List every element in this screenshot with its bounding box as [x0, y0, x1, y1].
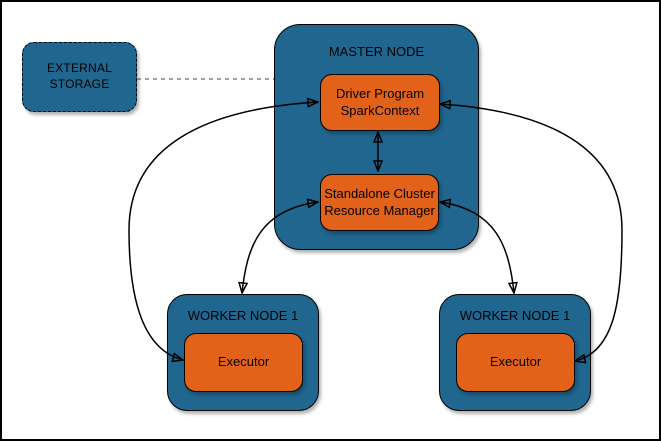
- resource-manager-label-line1: Standalone Cluster: [324, 185, 435, 201]
- resource-manager-label-line2: Resource Manager: [324, 202, 435, 218]
- executor-left-label: Executor: [217, 354, 270, 370]
- master-node: MASTER NODE Driver Program SparkContext …: [274, 24, 479, 250]
- worker-node-left: WORKER NODE 1 Executor: [167, 294, 319, 411]
- executor-box-right: Executor: [456, 333, 575, 392]
- driver-program-label-line2: SparkContext: [340, 102, 420, 118]
- executor-box-left: Executor: [184, 333, 303, 392]
- resource-manager-box: Standalone Cluster Resource Manager: [320, 174, 439, 231]
- driver-program-label-line1: Driver Program: [335, 85, 425, 101]
- driver-program-box: Driver Program SparkContext: [320, 74, 440, 131]
- master-node-title: MASTER NODE: [328, 44, 425, 59]
- worker-node-right: WORKER NODE 1 Executor: [439, 294, 591, 411]
- executor-right-label: Executor: [489, 354, 542, 370]
- worker-node-left-title: WORKER NODE 1: [187, 308, 299, 323]
- external-storage-node: EXTERNAL STORAGE: [22, 42, 137, 112]
- external-storage-label-line2: STORAGE: [49, 77, 110, 91]
- external-storage-label-line1: EXTERNAL: [47, 61, 112, 76]
- worker-node-right-title: WORKER NODE 1: [459, 308, 571, 323]
